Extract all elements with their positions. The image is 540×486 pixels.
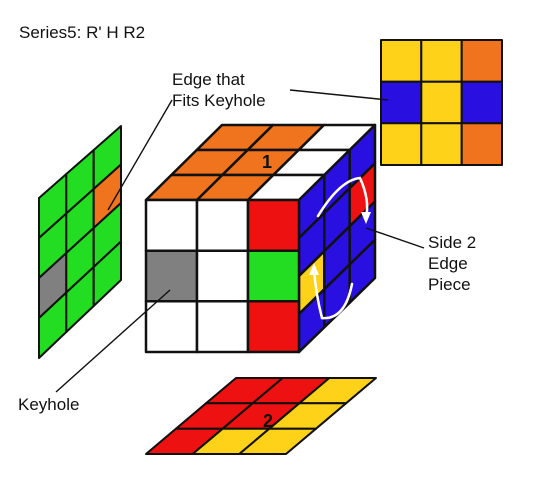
front-face-sticker-r0c2 <box>246 198 301 252</box>
back-panel-sticker-r0c0 <box>380 39 423 83</box>
keyhole-callout-line <box>55 289 171 393</box>
left-panel-sticker-r3c2 <box>92 240 122 307</box>
loop-arrow-lower <box>320 282 354 320</box>
keyhole-label: Keyhole <box>18 395 80 414</box>
back-panel-sticker-r1c0 <box>380 80 423 125</box>
back-panel-sticker-r2c1 <box>420 122 463 166</box>
cw-arrow-upper-head <box>361 212 371 224</box>
front-face-sticker-r2c2 <box>246 300 301 354</box>
side2-label-line1: Side 2 <box>428 233 477 252</box>
page-title: Series5: R' H R2 <box>19 23 146 42</box>
edge-fits-keyhole-label: Edge that Fits Keyhole <box>172 69 266 111</box>
edge-fits-callout-line <box>107 99 173 211</box>
bottom-face-marker: 2 <box>263 411 273 431</box>
bottom-panel-sticker-r2c2 <box>238 427 317 455</box>
back-panel-sticker-r1c1 <box>420 80 463 125</box>
front-face-sticker-r0c1 <box>195 198 250 252</box>
cube-front-face <box>144 198 301 354</box>
front-face-sticker-r2c0 <box>144 300 199 354</box>
front-face-sticker-r0c0 <box>144 198 199 252</box>
left-face-panel <box>38 125 122 359</box>
front-face-sticker-r2c1 <box>195 300 250 354</box>
back-face-panel <box>380 39 503 166</box>
bottom-face-panel <box>145 377 377 455</box>
up-arrow-lower-head <box>309 263 319 275</box>
back-panel-sticker-r1c2 <box>460 80 503 125</box>
side2-label-line3: Piece <box>428 275 471 294</box>
back-panel-sticker-r0c1 <box>420 39 463 83</box>
back-panel-sticker-r2c2 <box>460 122 503 166</box>
side2-edge-piece-label: Side 2 Edge Piece <box>428 232 476 295</box>
edge-fits-label-line1: Edge that <box>172 70 245 89</box>
top-face-marker: 1 <box>262 152 272 172</box>
front-face-sticker-r1c0 <box>144 249 199 303</box>
edge-fits-label-line2: Fits Keyhole <box>172 91 266 110</box>
callout-lines <box>55 89 425 393</box>
back-panel-callout-line <box>289 89 389 101</box>
side2-callout-line <box>365 227 425 249</box>
rotation-arrows <box>309 176 371 320</box>
side2-label-line2: Edge <box>428 254 468 273</box>
front-face-sticker-r1c1 <box>195 249 250 303</box>
cw-arrow-upper <box>316 176 369 220</box>
front-face-sticker-r1c2 <box>246 249 301 303</box>
back-panel-sticker-r0c2 <box>460 39 503 83</box>
back-panel-sticker-r2c0 <box>380 122 423 166</box>
